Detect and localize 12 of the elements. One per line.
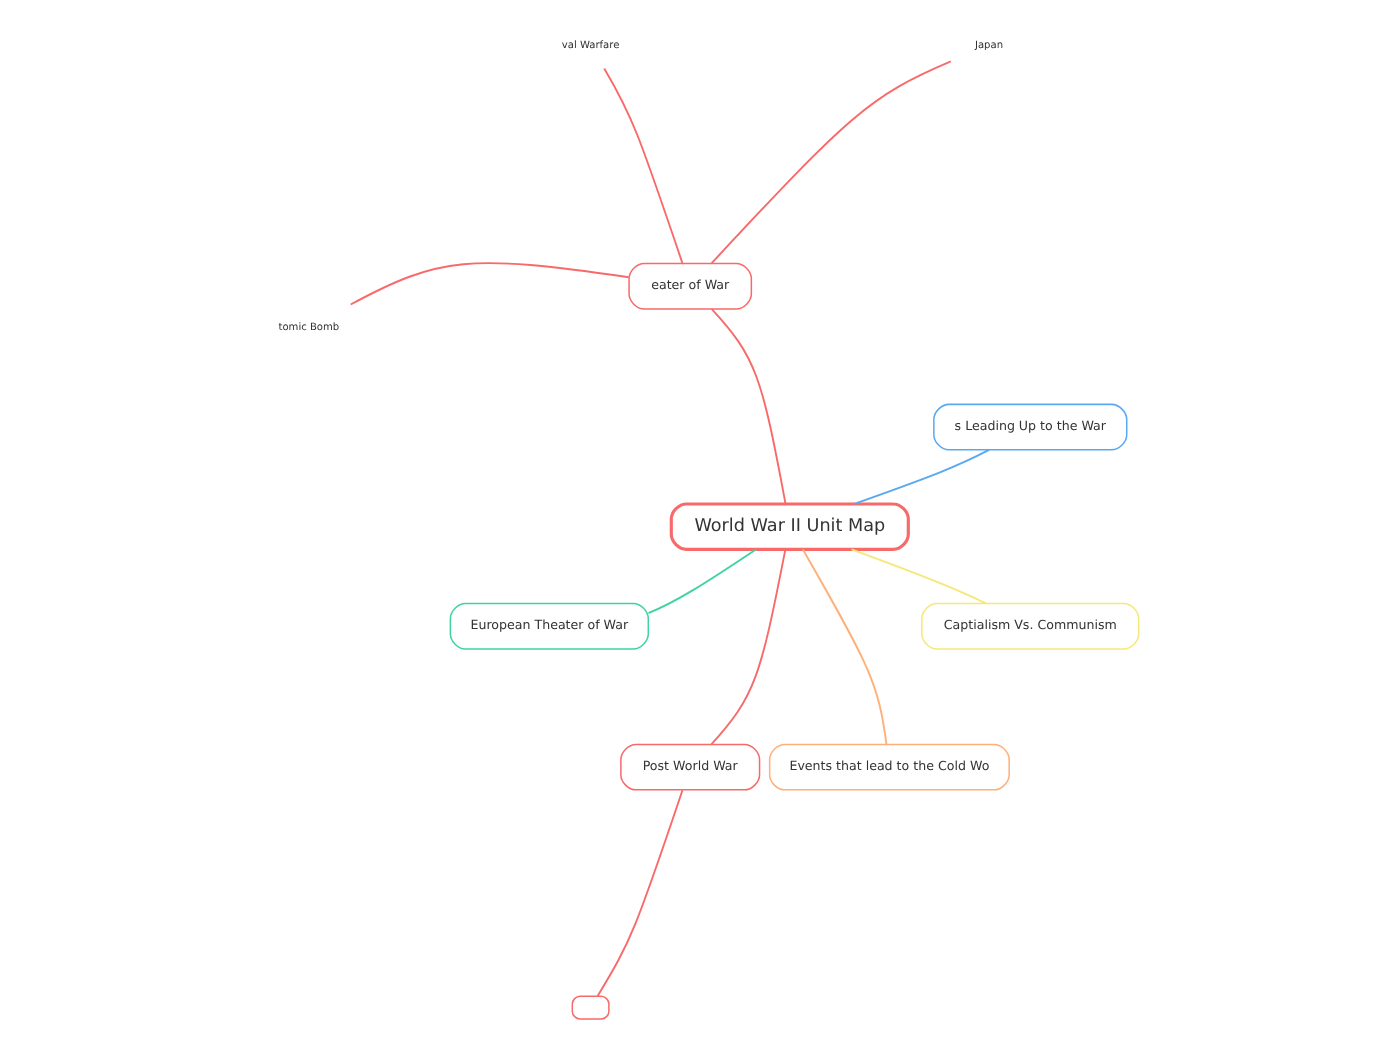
connector [348, 261, 629, 305]
connector [595, 788, 683, 996]
connector [800, 547, 887, 745]
connector [709, 547, 786, 745]
connector [852, 448, 989, 504]
node-box [570, 994, 609, 1019]
connector [709, 59, 951, 264]
connector [709, 307, 786, 504]
connector [602, 66, 683, 264]
connector [646, 547, 756, 613]
connector [849, 547, 986, 604]
node-box: World War II Unit Map [668, 501, 909, 550]
